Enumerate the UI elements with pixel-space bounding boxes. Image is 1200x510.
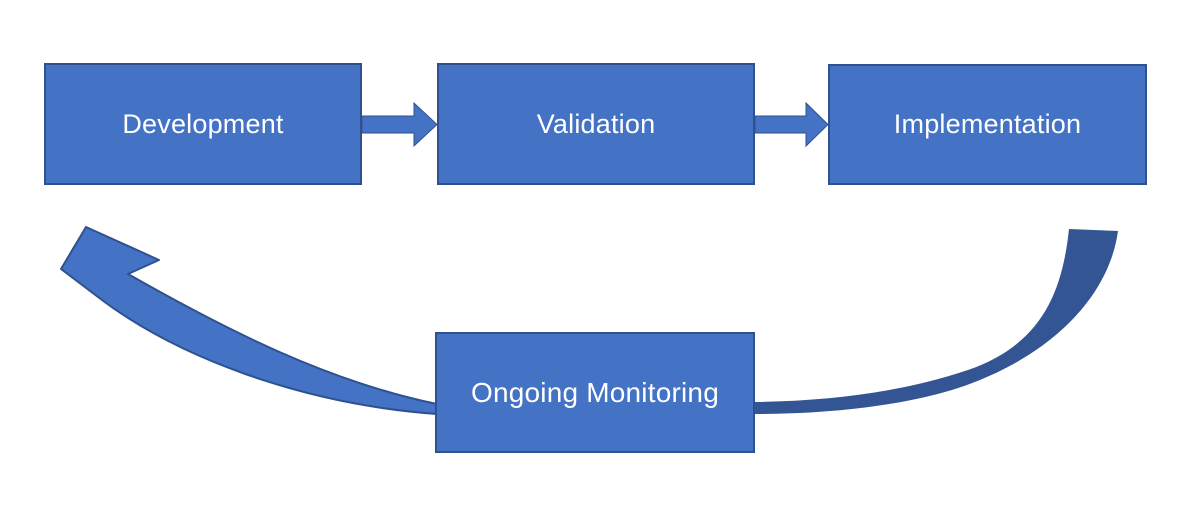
node-validation-label: Validation xyxy=(536,108,656,139)
arrow-validation-to-implementation-icon xyxy=(754,101,829,148)
node-implementation-label: Implementation xyxy=(893,109,1082,139)
node-validation: Validation xyxy=(437,63,755,185)
node-implementation: Implementation xyxy=(828,64,1147,185)
node-development-label: Development xyxy=(122,108,284,139)
node-development: Development xyxy=(44,63,362,185)
curved-return-arrow-icon xyxy=(60,226,438,415)
curved-return-tail-icon xyxy=(755,229,1118,414)
node-ongoing-monitoring: Ongoing Monitoring xyxy=(435,332,755,453)
node-ongoing-monitoring-label: Ongoing Monitoring xyxy=(471,376,719,408)
arrow-development-to-validation-icon xyxy=(361,101,438,148)
